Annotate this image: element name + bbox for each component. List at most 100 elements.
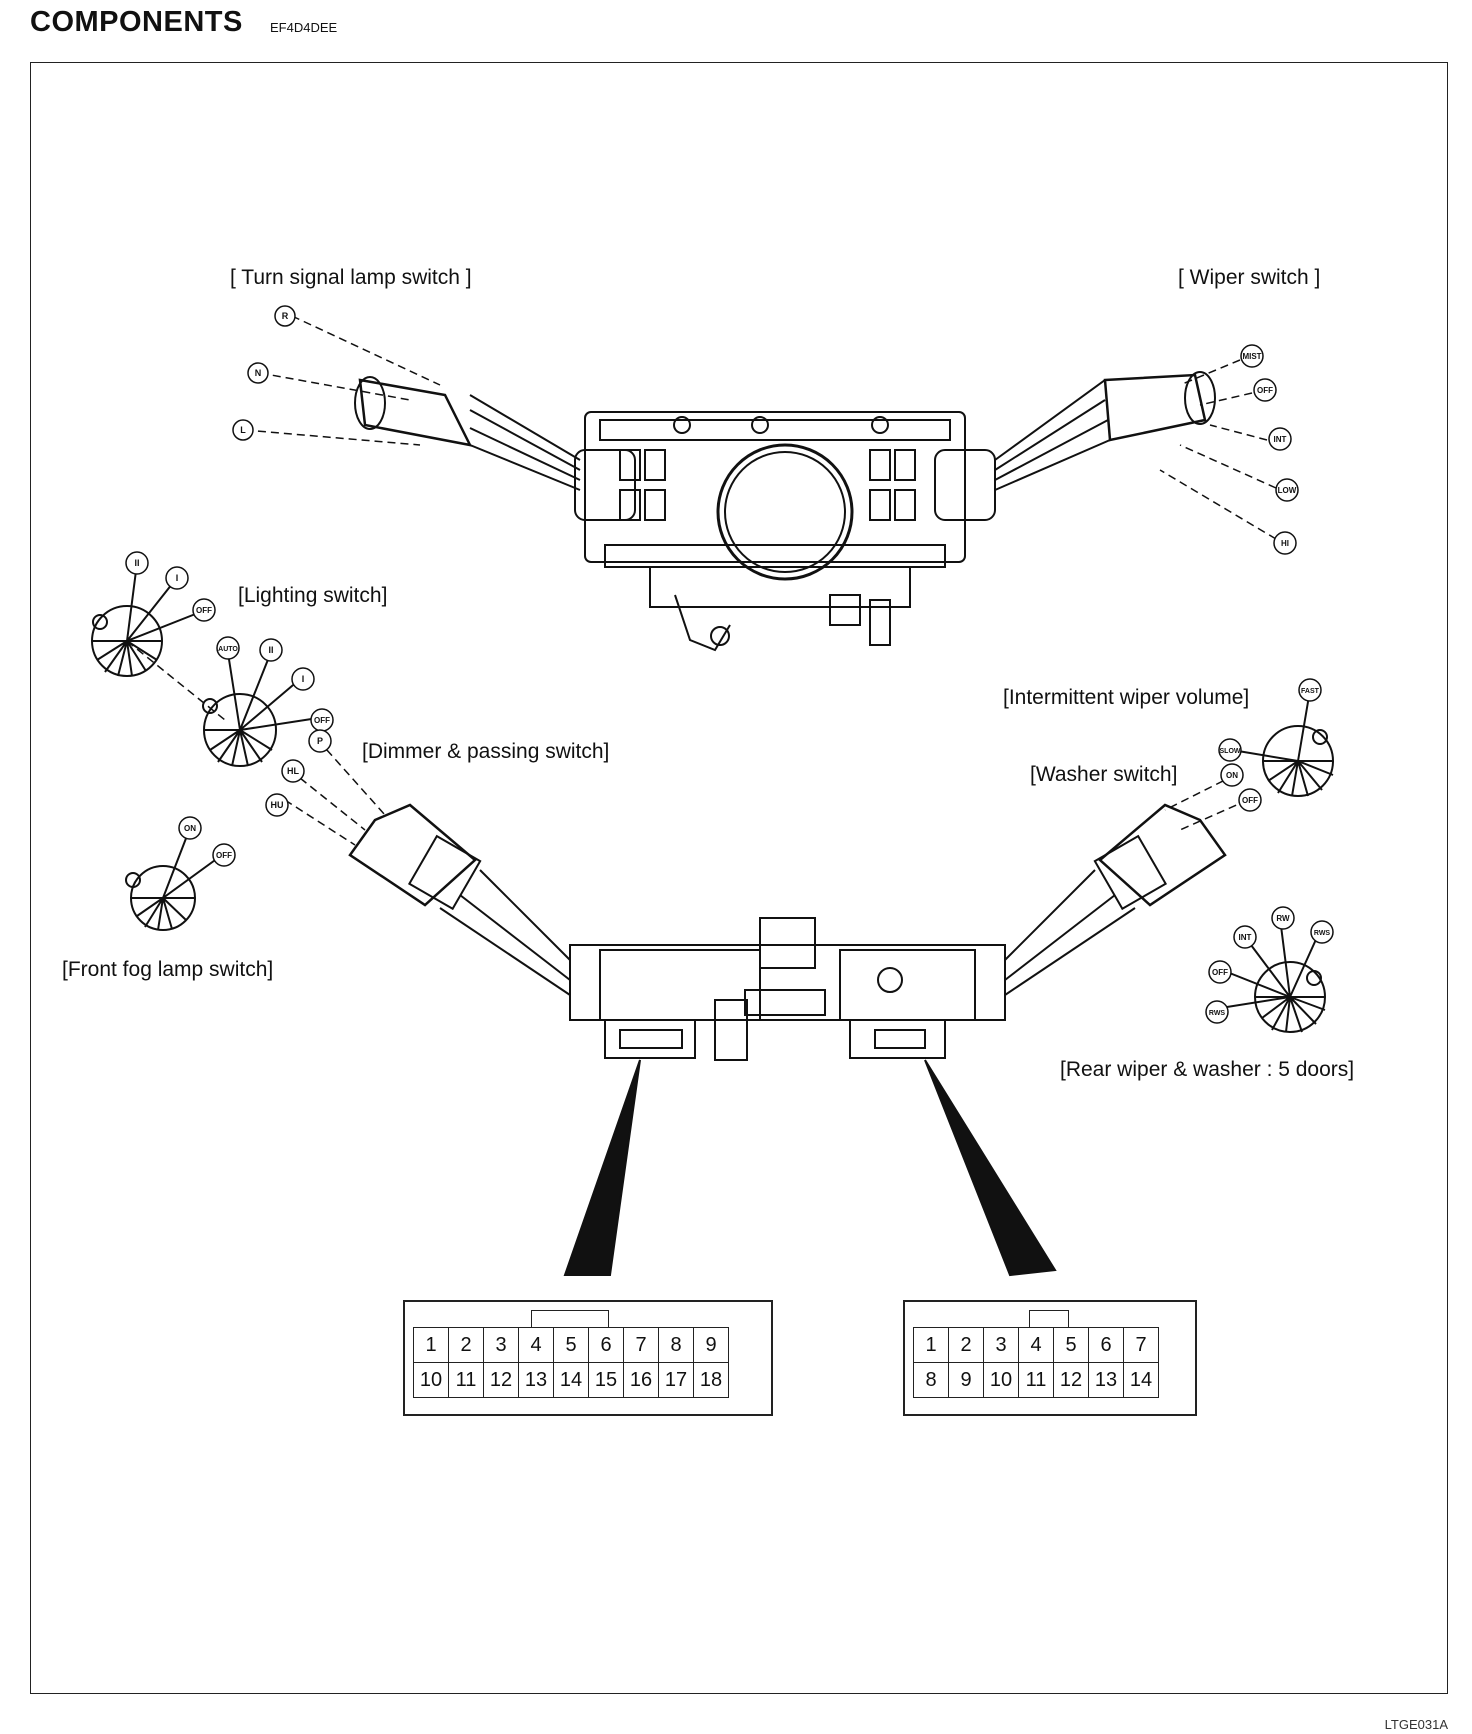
pin-cell: 2 <box>448 1327 484 1363</box>
svg-text:RW: RW <box>1276 914 1290 923</box>
marker-wiper-int: INT <box>1268 427 1292 451</box>
marker-washer-on: ON <box>1220 763 1244 787</box>
svg-text:I: I <box>302 674 305 684</box>
marker-lighting-upper-off: OFF <box>192 598 216 622</box>
marker-rear-off: OFF <box>1208 960 1232 984</box>
pin-cell: 3 <box>983 1327 1019 1363</box>
marker-lighting-off: OFF <box>310 708 334 732</box>
connector-key <box>531 1310 609 1327</box>
pin-cell: 10 <box>983 1362 1019 1398</box>
svg-text:R: R <box>282 311 289 321</box>
upper-switch-body <box>574 411 996 652</box>
svg-text:N: N <box>255 368 262 378</box>
svg-text:II: II <box>134 558 139 568</box>
marker-lighting-upper-i: I <box>165 566 189 590</box>
lower-switch-body <box>569 917 1006 1061</box>
connector-row: 1 2 3 4 5 6 7 <box>913 1327 1159 1363</box>
marker-dimmer-hu: HU <box>265 793 289 817</box>
marker-fog-off: OFF <box>212 843 236 867</box>
pin-cell: 4 <box>518 1327 554 1363</box>
marker-turn-r: R <box>274 305 296 327</box>
right-connector-pinout: 1 2 3 4 5 6 7 8 9 10 11 12 13 14 <box>903 1300 1197 1416</box>
pin-cell: 13 <box>518 1362 554 1398</box>
pin-cell: 4 <box>1018 1327 1054 1363</box>
fog-dial <box>125 827 223 931</box>
svg-text:OFF: OFF <box>1257 386 1273 395</box>
wiper-stalk <box>994 371 1216 491</box>
label-dimmer-switch: [Dimmer & passing switch] <box>362 740 610 763</box>
svg-text:RWS: RWS <box>1314 930 1331 937</box>
svg-text:OFF: OFF <box>314 716 330 725</box>
label-intermittent-wiper: [Intermittent wiper volume] <box>1003 686 1250 709</box>
pin-cell: 13 <box>1088 1362 1124 1398</box>
svg-text:OFF: OFF <box>1242 796 1258 805</box>
intermittent-dial <box>1231 689 1334 797</box>
pin-cell: 14 <box>1123 1362 1159 1398</box>
marker-wiper-mist: MIST <box>1240 344 1264 368</box>
left-connector-pointer <box>563 1059 641 1276</box>
marker-intermittent-fast: FAST <box>1298 678 1322 702</box>
svg-text:I: I <box>176 573 179 583</box>
marker-rear-rws: RWS <box>1205 1000 1229 1024</box>
pin-cell: 17 <box>658 1362 694 1398</box>
figure-code: LTGE031A <box>1384 1717 1448 1732</box>
label-washer-switch: [Washer switch] <box>1030 763 1178 786</box>
marker-lighting-ii: II <box>259 638 283 662</box>
connector-row: 8 9 10 11 12 13 14 <box>913 1362 1159 1398</box>
label-wiper-switch: [ Wiper switch ] <box>1178 266 1321 289</box>
svg-text:SLOW: SLOW <box>1220 748 1241 755</box>
svg-text:HU: HU <box>271 800 284 810</box>
svg-text:AUTO: AUTO <box>218 646 238 653</box>
pin-cell: 9 <box>693 1327 729 1363</box>
marker-rear-rws-top: RWS <box>1310 920 1334 944</box>
marker-lighting-i: I <box>291 667 315 691</box>
pin-cell: 6 <box>588 1327 624 1363</box>
marker-lighting-upper-ii: II <box>125 551 149 575</box>
marker-turn-n: N <box>247 362 269 384</box>
pin-cell: 1 <box>913 1327 949 1363</box>
label-rear-wiper-washer: [Rear wiper & washer : 5 doors] <box>1060 1058 1355 1081</box>
lighting-dial-lower <box>202 651 319 767</box>
svg-text:P: P <box>317 736 323 746</box>
left-connector-pinout: 1 2 3 4 5 6 7 8 9 10 11 12 13 14 15 16 1… <box>403 1300 773 1416</box>
section-code: EF4D4DEE <box>270 20 338 35</box>
marker-intermittent-slow: SLOW <box>1218 738 1242 762</box>
label-lighting-switch: [Lighting switch] <box>238 584 388 607</box>
dimmer-stalk <box>348 803 571 996</box>
pin-cell: 7 <box>1123 1327 1159 1363</box>
pin-cell: 8 <box>913 1362 949 1398</box>
pin-cell: 6 <box>1088 1327 1124 1363</box>
pin-cell: 14 <box>553 1362 589 1398</box>
pin-cell: 5 <box>553 1327 589 1363</box>
svg-text:HL: HL <box>287 766 299 776</box>
svg-text:OFF: OFF <box>1212 968 1228 977</box>
pin-cell: 15 <box>588 1362 624 1398</box>
leader-lines <box>126 315 1277 846</box>
pin-cell: 2 <box>948 1327 984 1363</box>
svg-text:FAST: FAST <box>1301 688 1320 695</box>
rear-wiper-dial <box>1207 917 1326 1033</box>
pin-cell: 10 <box>413 1362 449 1398</box>
connector-key <box>1029 1310 1069 1327</box>
diagram-frame <box>30 62 1448 1694</box>
svg-text:MIST: MIST <box>1242 352 1261 361</box>
svg-text:RWS: RWS <box>1209 1010 1226 1017</box>
pin-cell: 5 <box>1053 1327 1089 1363</box>
pin-cell: 11 <box>448 1362 484 1398</box>
marker-fog-on: ON <box>178 816 202 840</box>
svg-text:OFF: OFF <box>196 606 212 615</box>
marker-wiper-off: OFF <box>1253 378 1277 402</box>
right-connector-pointer <box>924 1059 1057 1277</box>
svg-text:INT: INT <box>1239 933 1252 942</box>
pin-cell: 16 <box>623 1362 659 1398</box>
svg-text:II: II <box>268 645 273 655</box>
marker-washer-off: OFF <box>1238 788 1262 812</box>
pin-cell: 12 <box>1053 1362 1089 1398</box>
pin-cell: 3 <box>483 1327 519 1363</box>
pin-cell: 18 <box>693 1362 729 1398</box>
pin-cell: 1 <box>413 1327 449 1363</box>
page-title: COMPONENTS <box>30 6 243 38</box>
svg-text:LOW: LOW <box>1278 486 1297 495</box>
svg-text:ON: ON <box>184 824 196 833</box>
